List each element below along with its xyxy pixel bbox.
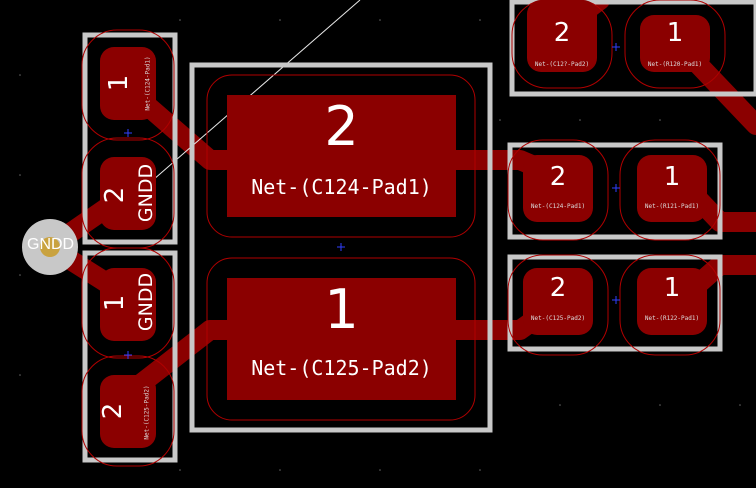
pad-r121-2[interactable] xyxy=(523,155,593,222)
center-markers xyxy=(124,43,620,359)
pad-r120-2[interactable] xyxy=(527,0,597,72)
pad-r122-1[interactable] xyxy=(637,268,707,335)
pad-r122-2[interactable] xyxy=(523,268,593,335)
pads xyxy=(100,0,710,448)
pad-big-1[interactable] xyxy=(227,278,456,400)
pad-r120-1[interactable] xyxy=(640,15,710,72)
via-label: GNDD xyxy=(27,236,75,253)
pad-left-bottom-2[interactable] xyxy=(100,375,156,448)
pad-big-2[interactable] xyxy=(227,95,456,217)
pad-left-bottom-1[interactable] xyxy=(100,268,156,341)
pad-r121-1[interactable] xyxy=(637,155,707,222)
pad-left-top-2[interactable] xyxy=(100,157,156,230)
via-gndd[interactable] xyxy=(22,219,78,275)
pad-left-top-1[interactable] xyxy=(100,47,156,120)
clearance-outlines xyxy=(81,0,726,467)
grid-dots xyxy=(19,19,741,471)
